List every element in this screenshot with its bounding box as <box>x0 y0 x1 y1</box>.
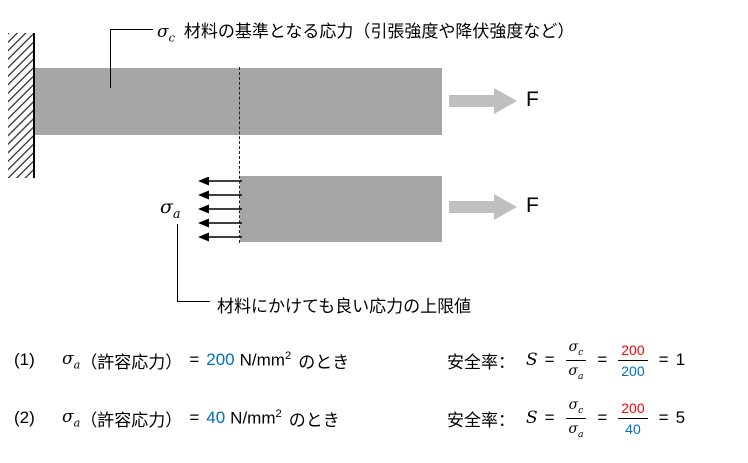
unit-label: N/mm2 <box>240 350 292 371</box>
fixed-support-wall <box>8 33 35 178</box>
sigma-c-subscript: c <box>168 31 175 45</box>
stress-value: 40 <box>206 408 226 428</box>
s-symbol: S <box>526 408 538 429</box>
equation-2-safety-factor: 安全率： S = σc σa = 200 40 = 5 <box>447 396 685 441</box>
fraction-denominator: σa <box>568 419 583 441</box>
equation-row-2: (2) σa （許容応力） = 40 N/mm2 のとき 安全率： S = σc… <box>14 396 685 441</box>
sigma-fraction: σc σa <box>565 338 587 383</box>
sigma-glyph: σ <box>160 196 173 218</box>
equation-1-index: (1) <box>14 350 35 370</box>
sigma-glyph: σ <box>157 22 169 42</box>
sigma-fraction: σc σa <box>565 396 587 441</box>
stress-value: 200 <box>206 350 235 370</box>
value-fraction: 200 40 <box>618 399 648 438</box>
equation-row-1: (1) σa （許容応力） = 200 N/mm2 のとき 安全率： S = σ… <box>14 338 685 383</box>
stress-arrow <box>198 218 242 228</box>
unit-exponent: 2 <box>275 407 282 420</box>
bar-bottom <box>240 176 442 242</box>
sigma-subscript: a <box>577 370 584 382</box>
stress-arrow <box>198 232 242 242</box>
sigma-a-description: 材料にかけても良い応力の上限値 <box>217 297 472 316</box>
allowable-stress-paren: （許容応力） <box>80 352 183 372</box>
sigma-a-callout-line <box>177 224 210 302</box>
fraction-denominator: σa <box>568 361 583 383</box>
s-symbol: S <box>526 350 538 371</box>
fraction-denominator: 200 <box>621 362 645 379</box>
unit-exponent: 2 <box>284 349 292 362</box>
result-value: 1 <box>675 350 686 370</box>
sigma-subscript: a <box>73 358 81 372</box>
equals-sign: = <box>189 350 200 370</box>
force-arrow-shape <box>449 88 517 114</box>
stress-arrow <box>198 190 242 200</box>
stress-distribution-arrows-icon <box>198 177 242 242</box>
toki-suffix: のとき <box>298 352 350 372</box>
sigma-c-symbol: σc <box>157 22 175 44</box>
sigma-glyph: σ <box>568 420 578 437</box>
unit-text: N/mm <box>230 408 276 428</box>
force-arrow-shape <box>449 194 517 220</box>
sigma-subscript: c <box>578 346 584 358</box>
unit-text: N/mm <box>239 350 285 370</box>
safety-factor-label: 安全率： <box>447 410 515 430</box>
fraction-numerator: 200 <box>618 399 648 419</box>
sigma-a-subscript: a <box>172 205 181 221</box>
force-arrow-bottom-icon <box>449 194 517 220</box>
sigma-a-term: σa <box>62 407 80 429</box>
equation-2-condition: (2) σa （許容応力） = 40 N/mm2 のとき <box>14 406 447 431</box>
sigma-glyph: σ <box>568 339 579 355</box>
sigma-glyph: σ <box>62 407 74 428</box>
sigma-subscript: c <box>578 404 584 416</box>
fraction-numerator: σc <box>565 396 587 419</box>
sigma-c-callout-line <box>110 29 153 88</box>
value-fraction: 200 200 <box>618 341 648 380</box>
force-label-top: F <box>526 88 539 111</box>
sigma-glyph: σ <box>568 362 578 379</box>
equals-sign: = <box>544 350 555 370</box>
sigma-glyph: σ <box>62 349 74 370</box>
result-value: 5 <box>675 408 686 428</box>
equals-sign: = <box>597 350 608 370</box>
sigma-a-term: σa <box>62 349 80 371</box>
dashed-reference-line <box>239 67 240 243</box>
fraction-denominator: 40 <box>625 420 641 437</box>
equals-sign: = <box>544 408 555 428</box>
sigma-subscript: a <box>577 428 584 440</box>
safety-factor-label: 安全率： <box>447 352 515 372</box>
fraction-numerator: 200 <box>618 341 648 361</box>
force-label-bottom: F <box>526 194 539 217</box>
allowable-stress-paren: （許容応力） <box>80 410 183 430</box>
sigma-glyph: σ <box>568 397 579 413</box>
bar-top <box>35 68 442 135</box>
equals-sign: = <box>597 408 608 428</box>
equals-sign: = <box>658 350 669 370</box>
sigma-subscript: a <box>73 416 81 430</box>
equation-2-index: (2) <box>14 408 35 428</box>
equals-sign: = <box>658 408 669 428</box>
stress-arrow <box>198 177 242 186</box>
force-arrow-top-icon <box>449 88 517 114</box>
sigma-c-label: σc 材料の基準となる応力（引張強度や降伏強度など） <box>157 17 574 44</box>
sigma-a-symbol: σa <box>160 196 180 221</box>
stress-arrow <box>198 204 242 214</box>
toki-suffix: のとき <box>288 410 340 430</box>
equation-1-condition: (1) σa （許容応力） = 200 N/mm2 のとき <box>14 348 447 373</box>
equals-sign: = <box>189 408 200 428</box>
unit-label: N/mm2 <box>230 408 282 429</box>
sigma-c-description: 材料の基準となる応力（引張強度や降伏強度など） <box>183 22 575 41</box>
equation-1-safety-factor: 安全率： S = σc σa = 200 200 = 1 <box>447 338 685 383</box>
fraction-numerator: σc <box>565 338 587 361</box>
